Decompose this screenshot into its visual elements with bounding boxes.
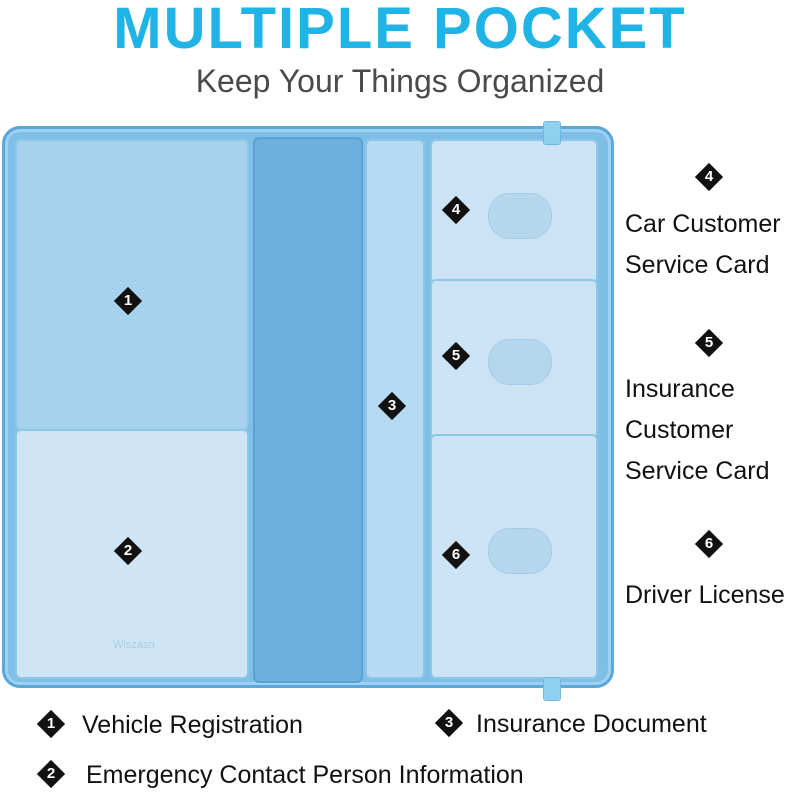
elastic-strap-bottom [543, 677, 561, 701]
wallet-spine [253, 137, 363, 683]
marker-5: 5 [441, 341, 471, 371]
marker-6: 6 [441, 540, 471, 570]
pocket-4 [430, 139, 598, 284]
pocket-3 [365, 139, 425, 679]
thumb-cutout-6 [488, 528, 552, 574]
callout-5-text: Insurance Customer Service Card [625, 375, 770, 485]
callout-4-text: Car Customer Service Card [625, 210, 781, 279]
legend-1-marker: 1 [36, 709, 66, 739]
brand-watermark: Wiszasn [113, 639, 155, 651]
legend-1-label: Vehicle Registration [82, 711, 303, 739]
callout-5-marker: 5 [694, 328, 724, 358]
callout-4-marker: 4 [694, 162, 724, 192]
thumb-cutout-4 [488, 193, 552, 239]
pocket-1 [15, 139, 249, 431]
marker-2: 2 [113, 536, 143, 566]
legend-2-marker: 2 [36, 759, 66, 789]
wallet-illustration: Wiszasn [2, 121, 614, 701]
elastic-strap-top [543, 121, 561, 145]
page-title-text: MULTIPLE POCKET [113, 0, 687, 61]
legend-3-marker: 3 [434, 708, 464, 738]
callout-6-text: Driver License [625, 581, 785, 609]
marker-3: 3 [377, 391, 407, 421]
thumb-cutout-5 [488, 339, 552, 385]
marker-1: 1 [113, 286, 143, 316]
legend-2-label: Emergency Contact Person Information [86, 761, 524, 789]
page-subtitle: Keep Your Things Organized [195, 63, 605, 99]
legend-3-label: Insurance Document [476, 710, 707, 738]
callout-6-marker: 6 [694, 529, 724, 559]
marker-4: 4 [441, 195, 471, 225]
page-title: MULTIPLE POCKET [0, 0, 800, 58]
